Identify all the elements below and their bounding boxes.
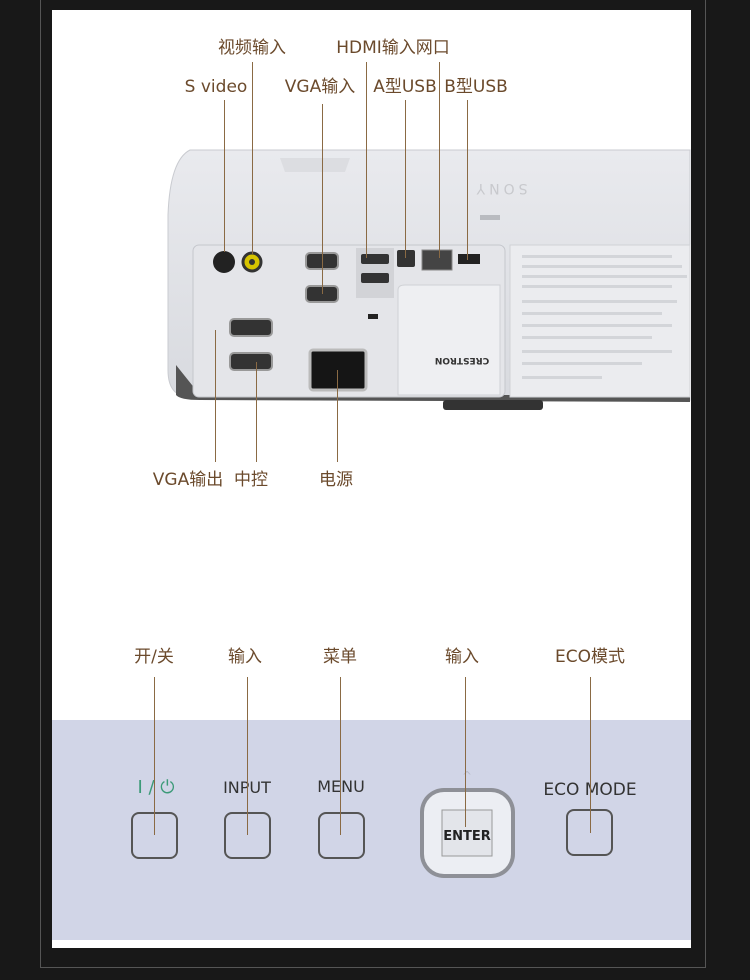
- control-rs232-port: [229, 352, 273, 371]
- panel-buttons: ^: [131, 769, 613, 878]
- menu-button[interactable]: [318, 812, 365, 859]
- leader-composite: [252, 62, 253, 254]
- power-inlet: [308, 348, 368, 392]
- leader-hdmi: [366, 62, 367, 258]
- usb-a-port: [458, 254, 480, 264]
- leader-usb-a: [405, 100, 406, 258]
- lan-port: [421, 249, 453, 271]
- dpad-up-arrow: ^: [462, 769, 472, 783]
- crestron-sticker: CRESTRON: [435, 355, 489, 365]
- label-power: 电源: [319, 470, 353, 490]
- leader-s-video: [224, 100, 225, 252]
- label-s-video: S video: [184, 77, 248, 97]
- leader-vga-in: [322, 104, 323, 294]
- leader-enter-btn: [465, 677, 466, 827]
- label-enter-btn: 输入: [445, 647, 479, 667]
- label-input-btn: 输入: [228, 647, 262, 667]
- menu-print: MENU: [317, 777, 365, 796]
- leader-power-btn: [154, 677, 155, 835]
- leader-input-btn: [247, 677, 248, 835]
- usb-b-port: [397, 250, 415, 267]
- leader-vga-out: [215, 330, 216, 462]
- leader-menu-btn: [340, 677, 341, 835]
- vga-out-port: [229, 318, 273, 337]
- label-composite-video: 视频输入: [218, 38, 286, 58]
- side-label-panel: [509, 244, 691, 398]
- label-hdmi-lan: HDMI输入网口: [336, 38, 450, 58]
- label-vga-out: VGA输出: [152, 470, 224, 490]
- power-print: I / ⏻: [137, 777, 174, 798]
- brand-logo: SONY: [473, 180, 528, 196]
- leader-lan: [439, 62, 440, 258]
- leader-eco-btn: [590, 677, 591, 833]
- spec-text-lines: [522, 255, 687, 379]
- label-menu-btn: 菜单: [323, 647, 357, 667]
- eco-mode-button[interactable]: [566, 809, 613, 856]
- label-usb-b: B型USB: [444, 77, 508, 97]
- hdmi-port-1: [361, 254, 389, 264]
- projector-foot: [443, 400, 543, 410]
- projector-base: [176, 365, 690, 402]
- top-vent: [280, 158, 350, 172]
- leader-usb-b: [467, 100, 468, 260]
- label-vga-in: VGA输入: [284, 77, 356, 97]
- leader-control: [256, 362, 257, 462]
- leader-power: [337, 370, 338, 462]
- s-video-port: [213, 251, 235, 273]
- label-eco-btn: ECO模式: [555, 647, 625, 667]
- cover-module: [397, 284, 501, 396]
- label-usb-a: A型USB: [373, 77, 437, 97]
- label-control: 中控: [234, 470, 268, 490]
- enter-print: ENTER: [443, 829, 491, 844]
- page-frame: [40, 0, 706, 968]
- hdmi-port-2: [361, 273, 389, 283]
- kensington-slot: [368, 314, 378, 319]
- enter-button[interactable]: [441, 809, 493, 857]
- model-badge: [480, 215, 500, 220]
- label-power-btn: 开/关: [134, 647, 174, 667]
